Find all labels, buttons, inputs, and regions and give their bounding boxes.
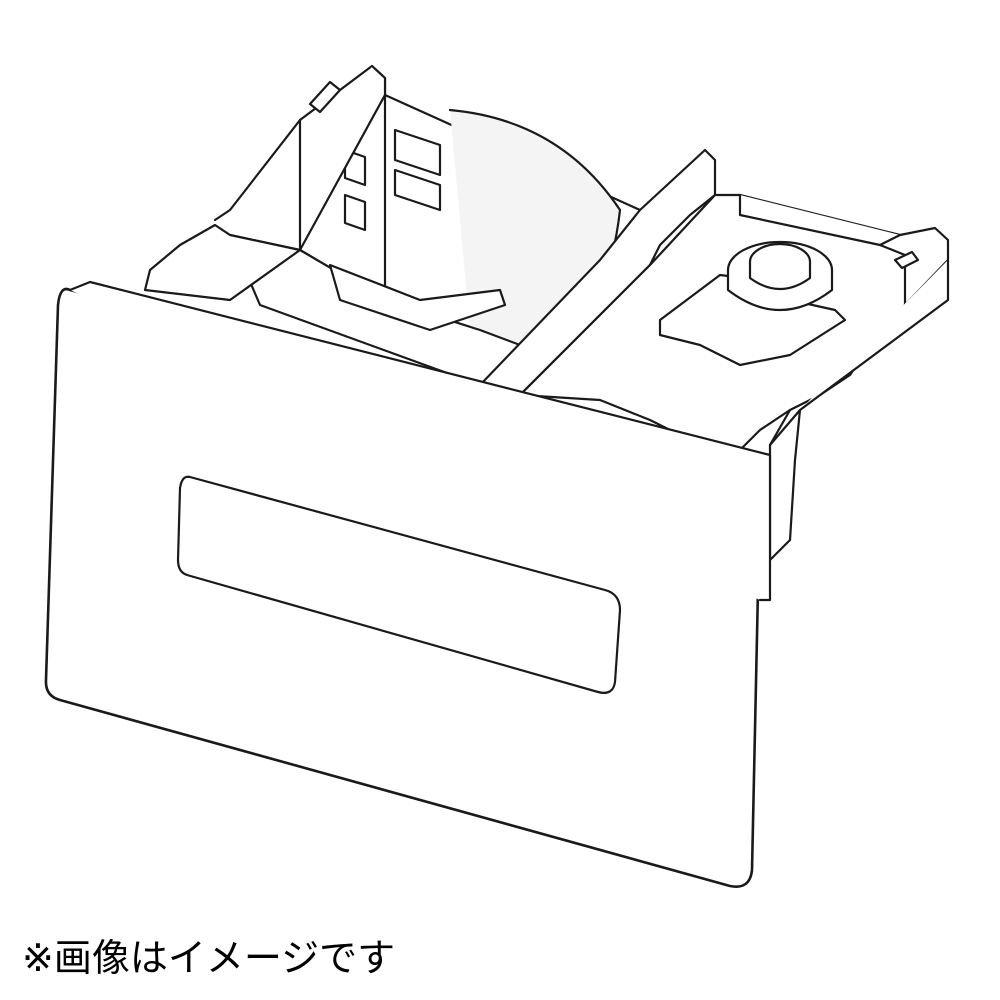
image-disclaimer-caption: ※画像はイメージです	[22, 936, 396, 980]
